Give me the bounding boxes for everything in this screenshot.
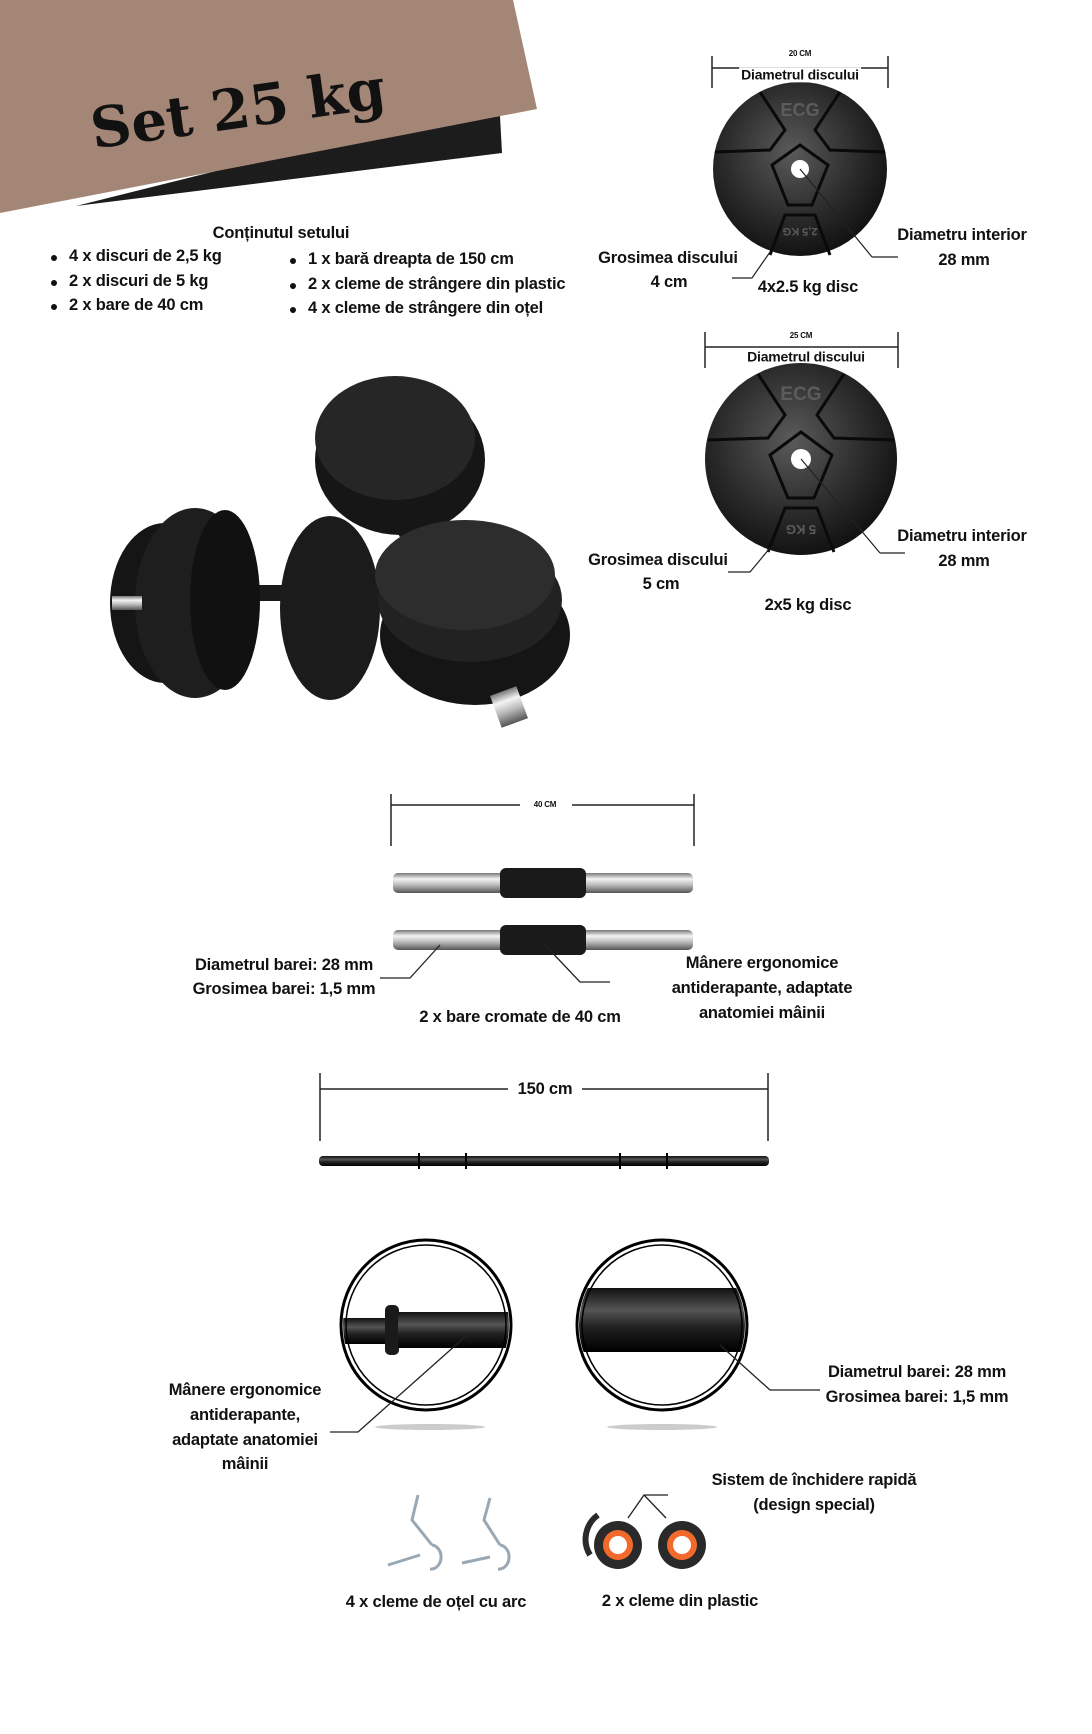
short-bars-image [380, 794, 695, 983]
disc-small-image: ECG 2,5 KG [711, 56, 898, 279]
list-item: 2 x discuri de 5 kg [49, 272, 222, 297]
disc-small-thickness-value: 4 cm [650, 272, 688, 291]
list-item: 4 x cleme de strângere din oțel [288, 299, 565, 324]
contents-list-right: 1 x bară dreapta de 150 cm 2 x cleme de … [288, 250, 566, 324]
list-item: 4 x discuri de 2,5 kg [49, 247, 222, 272]
detail-grip-line: adaptate anatomiei [172, 1430, 318, 1449]
steel-clips-caption: 4 x cleme de oțel cu arc [345, 1592, 527, 1611]
plastic-clips-caption: 2 x cleme din plastic [601, 1591, 759, 1610]
disc-small-inner-label: Diametru interior [897, 225, 1027, 244]
banner-shadow [76, 116, 502, 206]
disc-large-image: ECG 5 KG [704, 332, 905, 573]
detail-grip-line: Mânere ergonomice [168, 1380, 322, 1399]
disc-large-inner-label: Diametru interior [897, 526, 1027, 545]
disc-small-brand: ECG [780, 100, 819, 120]
disc-small-diameter-label: Diametrul discului [739, 66, 861, 83]
disc-small-weight: 2,5 KG [783, 225, 818, 237]
disc-small-inner-value: 28 mm [938, 250, 990, 269]
list-item: 1 x bară dreapta de 150 cm [288, 250, 565, 275]
contents-heading: Conținutul setului [212, 223, 350, 242]
detail-diameter: Diametrul barei: 28 mm [827, 1362, 1007, 1381]
grip-detail-circle [330, 1238, 513, 1433]
list-item: 2 x cleme de strângere din plastic [288, 275, 566, 300]
bar-detail-circle [575, 1238, 820, 1430]
disc-large-caption: 2x5 kg disc [764, 595, 852, 614]
disc-large-dimension: 25 CM [789, 331, 813, 340]
disc-large-brand: ECG [780, 384, 821, 405]
disc-large-thickness-label: Grosimea discului [588, 550, 728, 569]
disc-large-diameter-label: Diametrul discului [747, 348, 865, 365]
plastic-clips-image [582, 1494, 706, 1569]
quick-lock-line: Sistem de închidere rapidă [711, 1470, 917, 1489]
quick-lock-line: (design special) [753, 1495, 875, 1514]
detail-grip-line: antiderapante, [190, 1405, 300, 1424]
contents-list-left: 4 x discuri de 2,5 kg 2 x discuri de 5 k… [49, 247, 222, 321]
short-bar-dimension: 40 CM [533, 800, 557, 809]
short-bar-grip-line: Mânere ergonomice [685, 953, 839, 972]
disc-small-thickness-label: Grosimea discului [598, 248, 738, 267]
banner [0, 0, 537, 213]
steel-spring-clips-image [387, 1494, 511, 1571]
short-bar-grip-line: anatomiei mâinii [698, 1003, 826, 1022]
dumbbell-set-image [110, 376, 570, 728]
short-bar-diameter: Diametrul barei: 28 mm [194, 955, 374, 974]
disc-large-inner-value: 28 mm [938, 551, 990, 570]
disc-small-dimension: 20 CM [788, 49, 812, 58]
short-bar-grip-line: antiderapante, adaptate [671, 978, 853, 997]
disc-large-thickness-value: 5 cm [642, 574, 680, 593]
detail-thickness: Grosimea barei: 1,5 mm [825, 1387, 1009, 1406]
list-item: 2 x bare de 40 cm [49, 296, 222, 321]
disc-small-caption: 4x2.5 kg disc [757, 277, 859, 296]
disc-large-weight: 5 KG [786, 522, 816, 537]
long-bar-image [319, 1073, 769, 1169]
short-bar-thickness: Grosimea barei: 1,5 mm [192, 979, 376, 998]
long-bar-dimension: 150 cm [517, 1079, 573, 1098]
short-bar-caption: 2 x bare cromate de 40 cm [419, 1007, 621, 1026]
detail-grip-line: mâinii [221, 1454, 269, 1473]
